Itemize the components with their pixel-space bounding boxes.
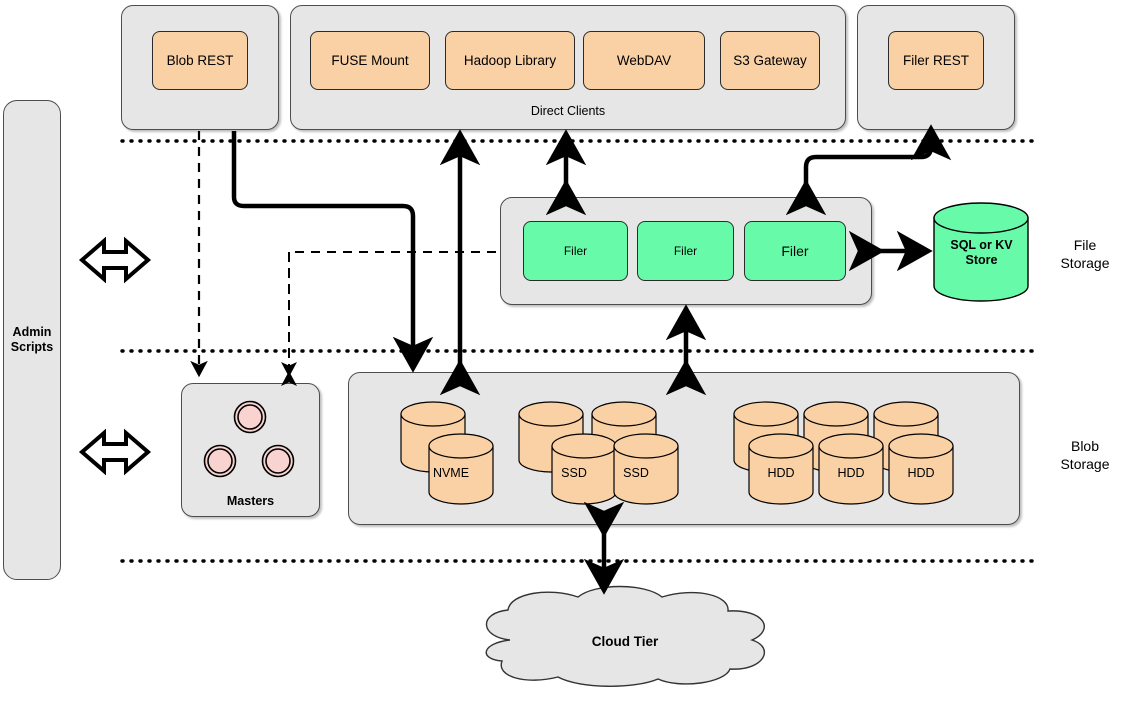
cloud-tier-label: Cloud Tier <box>591 634 659 649</box>
filer-node-3-label: Filer <box>781 243 809 259</box>
filer-rest-node[interactable]: Filer REST <box>888 31 984 90</box>
webdav-label: WebDAV <box>616 53 672 68</box>
cylinder-shape <box>933 202 1029 302</box>
hdd-disk-label-1: HDD <box>767 466 795 480</box>
s3-gateway-node[interactable]: S3 Gateway <box>720 31 820 90</box>
filer-node-1[interactable]: Filer <box>523 221 628 281</box>
s3-gateway-label: S3 Gateway <box>733 53 807 68</box>
cloud-tier-shape <box>485 585 765 687</box>
sql-kv-store-label: SQL or KV Store <box>950 238 1013 267</box>
volume-disk-cylinders <box>400 401 954 505</box>
webdav-node[interactable]: WebDAV <box>583 31 705 90</box>
ssd-disk-label-1: SSD <box>561 466 587 480</box>
filer-node-1-label: Filer <box>563 244 588 258</box>
file-storage-tier-label: File Storage <box>1060 237 1110 271</box>
blob-storage-tier-label: Blob Storage <box>1060 438 1110 472</box>
fuse-mount-label: FUSE Mount <box>331 53 409 68</box>
blob-rest-node[interactable]: Blob REST <box>152 31 248 90</box>
admin-scripts-panel: Admin Scripts <box>3 100 61 580</box>
filer-node-2[interactable]: Filer <box>637 221 734 281</box>
masters-label: Masters <box>226 494 275 508</box>
masters-nodes <box>203 400 295 478</box>
filer-node-2-label: Filer <box>673 244 698 258</box>
blob-rest-label: Blob REST <box>166 53 234 68</box>
sql-kv-store-cylinder: SQL or KV Store <box>932 202 1031 302</box>
nvme-disk-label: NVME <box>432 466 470 480</box>
hdd-disk-label-3: HDD <box>907 466 935 480</box>
filer-node-3[interactable]: Filer <box>744 221 846 281</box>
direct-clients-caption: Direct Clients <box>530 104 606 118</box>
hadoop-library-label: Hadoop Library <box>463 53 557 68</box>
filer-rest-label: Filer REST <box>902 53 969 68</box>
ssd-disk-label-2: SSD <box>623 466 649 480</box>
admin-scripts-label-line2: Scripts <box>10 340 54 354</box>
admin-scripts-label-line1: Admin <box>12 325 52 339</box>
hadoop-library-node[interactable]: Hadoop Library <box>445 31 575 90</box>
fuse-mount-node[interactable]: FUSE Mount <box>310 31 430 90</box>
hdd-disk-label-2: HDD <box>837 466 865 480</box>
